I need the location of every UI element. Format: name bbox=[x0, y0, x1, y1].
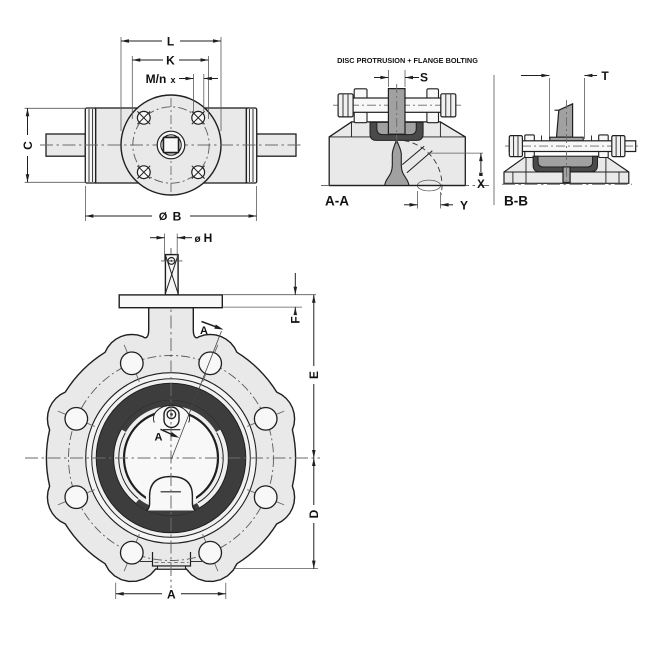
svg-text:L: L bbox=[167, 35, 174, 49]
svg-text:x: x bbox=[170, 75, 175, 85]
svg-text:DISC PROTRUSION + FLANGE BOLTI: DISC PROTRUSION + FLANGE BOLTING bbox=[337, 56, 478, 65]
svg-text:E: E bbox=[307, 371, 321, 379]
svg-text:Ø: Ø bbox=[159, 211, 168, 223]
svg-text:A: A bbox=[167, 587, 176, 601]
svg-text:M/n: M/n bbox=[146, 72, 167, 86]
svg-text:X: X bbox=[477, 179, 485, 191]
svg-text:S: S bbox=[420, 71, 428, 85]
svg-text:ø: ø bbox=[194, 234, 201, 245]
svg-text:B-B: B-B bbox=[504, 194, 528, 209]
svg-text:A-A: A-A bbox=[325, 194, 349, 209]
svg-text:A: A bbox=[200, 325, 208, 337]
svg-text:H: H bbox=[204, 231, 213, 245]
svg-text:C: C bbox=[21, 141, 35, 150]
svg-text:Y: Y bbox=[460, 198, 468, 212]
svg-text:F: F bbox=[289, 316, 303, 323]
svg-text:B: B bbox=[173, 210, 182, 224]
svg-text:A: A bbox=[155, 432, 163, 444]
svg-text:T: T bbox=[601, 69, 609, 83]
svg-text:K: K bbox=[166, 54, 175, 68]
svg-text:D: D bbox=[307, 509, 321, 518]
